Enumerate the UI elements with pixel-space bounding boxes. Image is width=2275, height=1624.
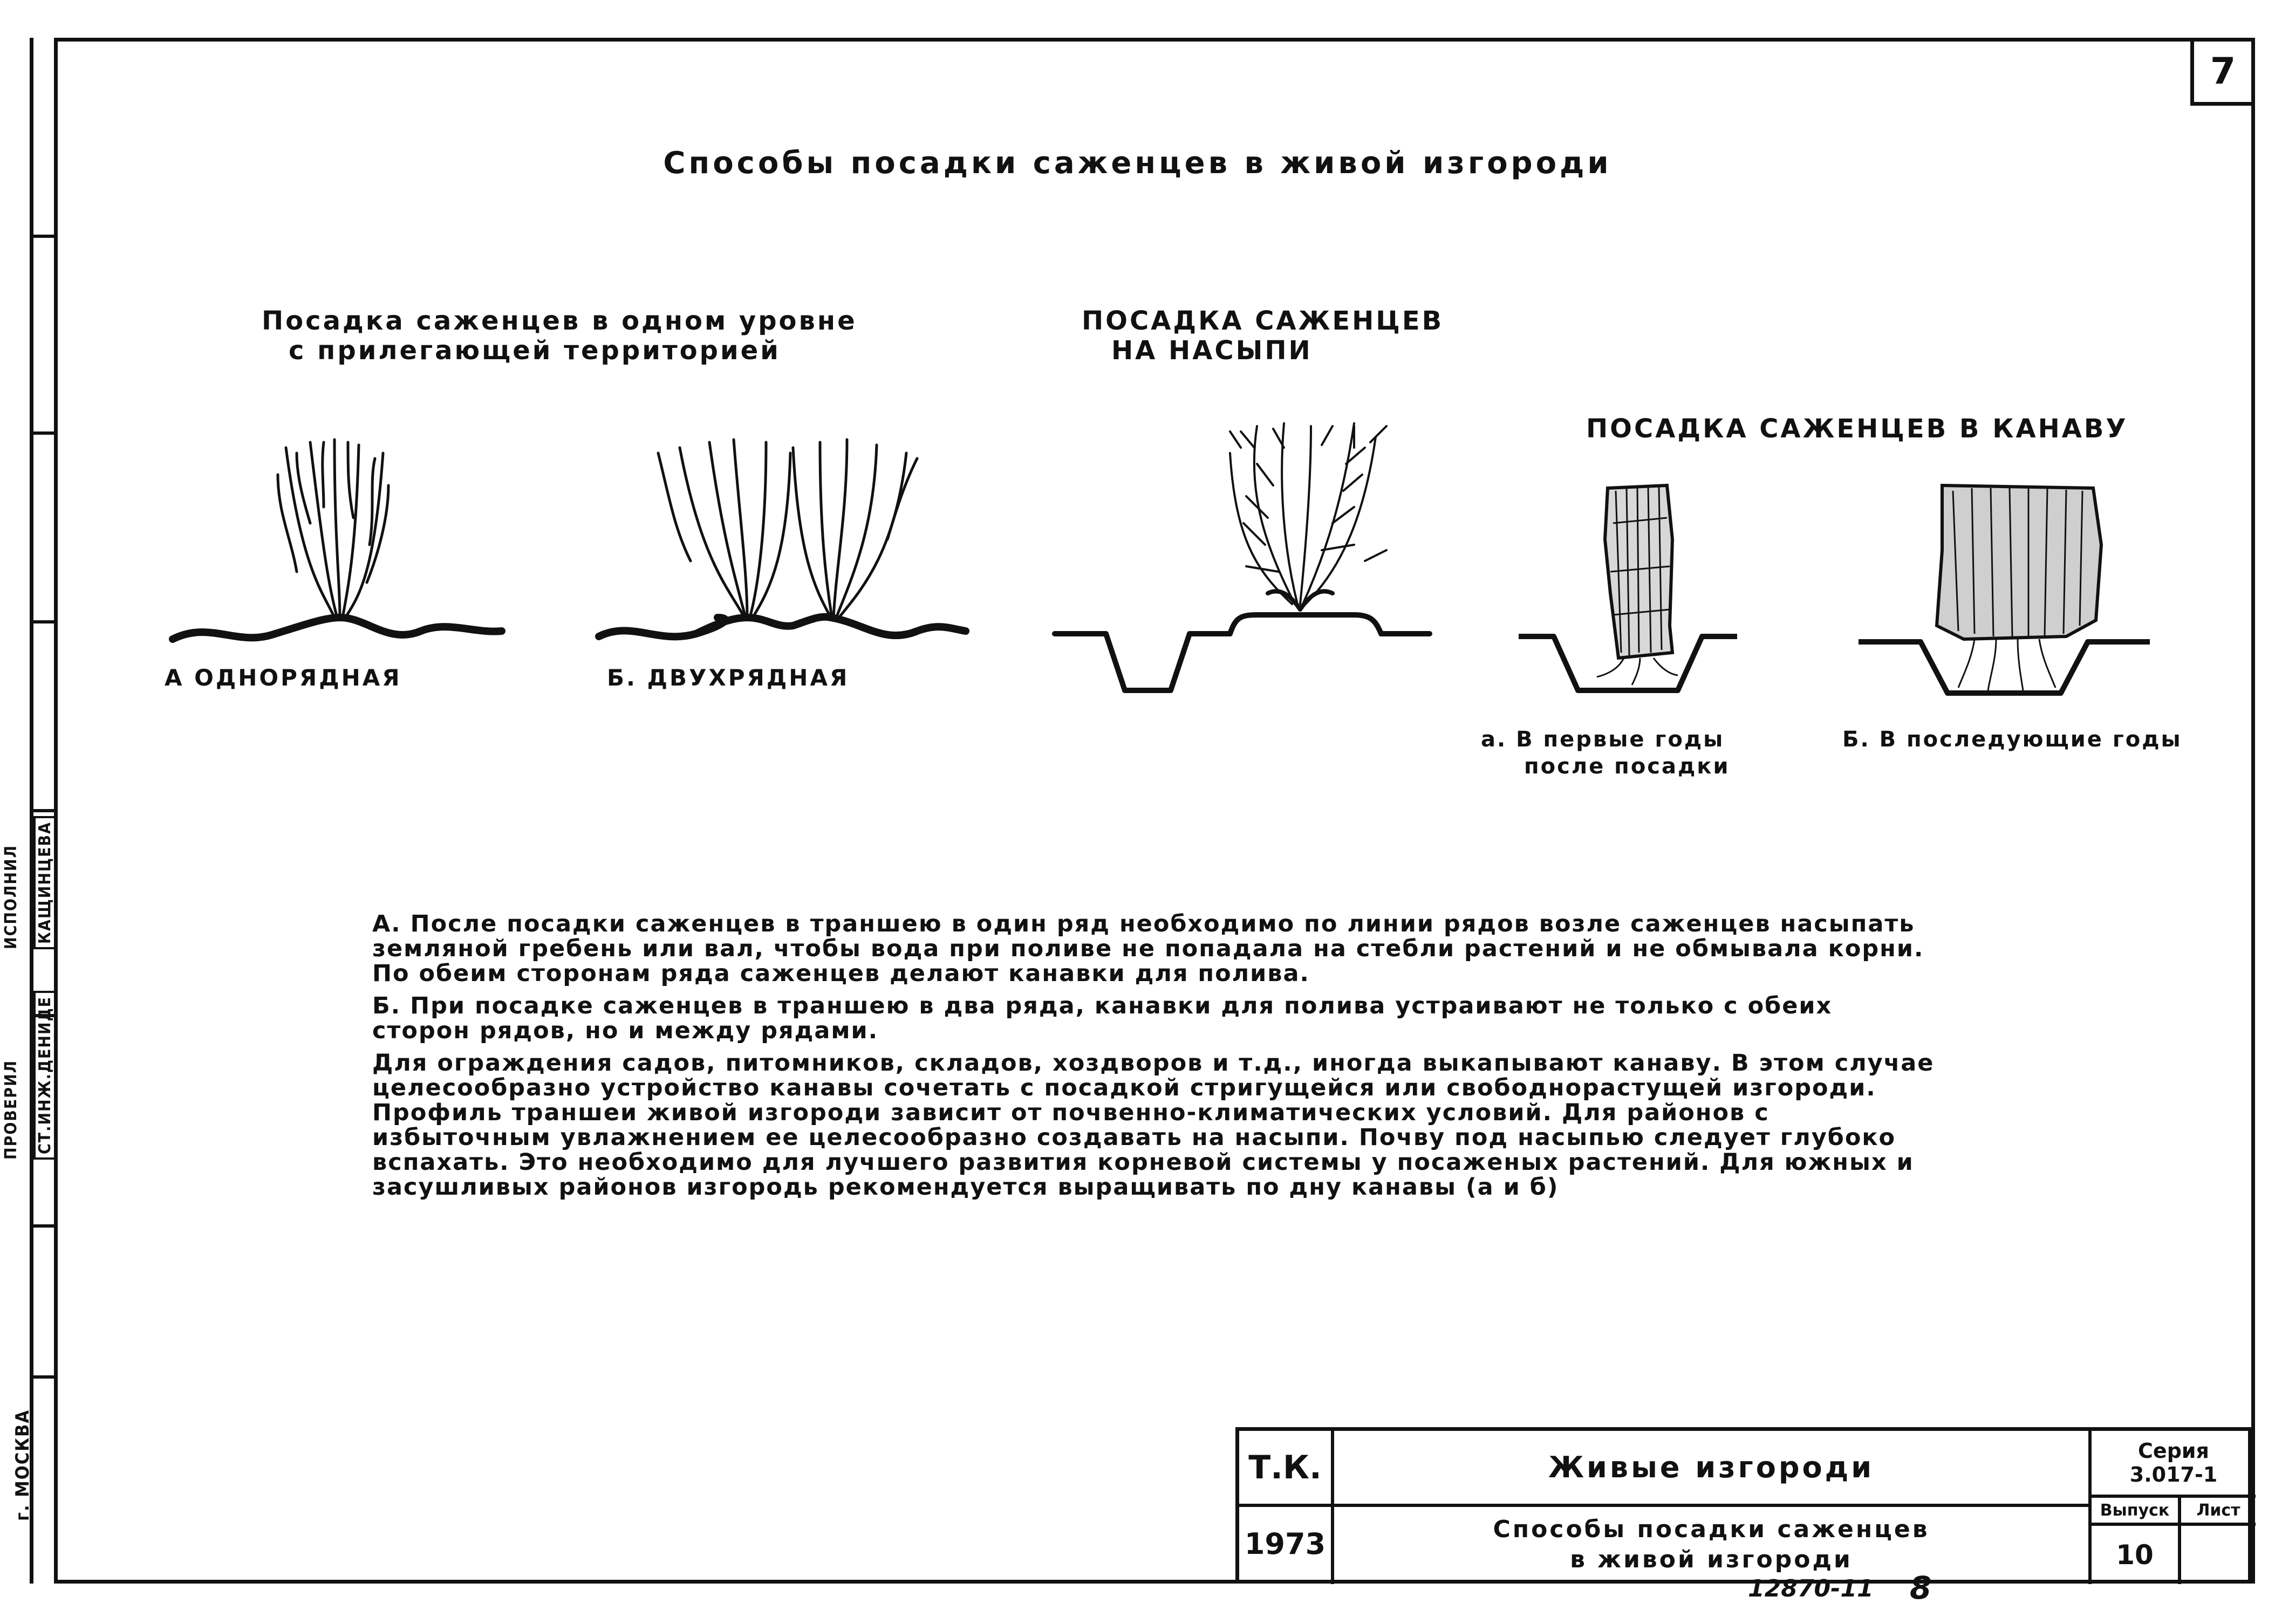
note-a: А. После посадки саженцев в траншею в од…	[372, 910, 1924, 987]
stamp-bottom-role: ПРОВЕРИЛ	[2, 1059, 21, 1160]
footer-page: 8	[1910, 1570, 1932, 1606]
ditch-later-figure	[1859, 483, 2150, 696]
footer-number: 12870-11	[1748, 1575, 1874, 1602]
ditch-label-a-line2: после посадки	[1524, 754, 1730, 779]
tb-series: Серия 3.017-1	[2092, 1431, 2256, 1495]
strip-divider	[30, 1375, 58, 1379]
sheet-number: 7	[2190, 41, 2252, 106]
title-block: Т.К. 1973 Живые изгороди Способы посадки…	[1235, 1427, 2256, 1584]
drawing-frame	[54, 38, 2255, 1584]
embankment-figure	[1052, 422, 1432, 693]
tb-subject: Живые изгороди	[1548, 1450, 1875, 1484]
strip-divider	[30, 809, 58, 812]
tb-divider	[2088, 1495, 2256, 1498]
tb-series-value: 3.017-1	[2129, 1463, 2218, 1486]
tb-issue-label: Выпуск	[2100, 1500, 2170, 1520]
tb-divider	[2088, 1431, 2092, 1584]
tb-divider	[2178, 1495, 2181, 1584]
tb-sheet-title-line2: в живой изгороди	[1570, 1546, 1853, 1573]
ditch-early-figure	[1519, 483, 1737, 693]
tb-sheet-title-line1: Способы посадки саженцев	[1493, 1516, 1930, 1543]
tb-divider	[2088, 1523, 2256, 1526]
strip-divider	[30, 1224, 58, 1228]
page-title: Способы посадки саженцев в живой изгород…	[663, 146, 1612, 181]
strip-divider	[30, 431, 58, 435]
note-general: Для ограждения садов, питомников, складо…	[372, 1050, 1935, 1201]
embankment-heading-line1: ПОСАДКА САЖЕНЦЕВ	[1082, 306, 1444, 336]
strip-divider	[30, 1014, 58, 1017]
stamp-bottom-name: СТ.ИНЖ.ДЕНИДЕ	[33, 990, 57, 1160]
tb-org: Т.К.	[1248, 1448, 1322, 1486]
embankment-heading-line2: НА НАСЫПИ	[1111, 335, 1313, 366]
level-heading-line2: с прилегающей территорией	[289, 335, 781, 366]
tb-divider	[1239, 1504, 2088, 1507]
tb-year: 1973	[1244, 1527, 1326, 1561]
tb-sheet-value	[2181, 1526, 2256, 1584]
label-single-row: А ОДНОРЯДНАЯ	[165, 664, 402, 691]
ditch-heading: ПОСАДКА САЖЕНЦЕВ В КАНАВУ	[1586, 414, 2128, 444]
ditch-label-b: Б. В последующие годы	[1842, 727, 2182, 752]
single-row-figure	[169, 438, 505, 643]
stamp-top-role: ИСПОЛНИЛ	[2, 845, 21, 949]
tb-issue-value: 10	[2116, 1539, 2154, 1571]
level-heading-line1: Посадка саженцев в одном уровне	[262, 306, 857, 336]
tb-series-label: Серия	[2138, 1439, 2209, 1463]
double-row-figure	[595, 438, 969, 641]
tb-divider	[1331, 1431, 1334, 1584]
tb-sheet-title: Способы посадки саженцев в живой изгород…	[1334, 1505, 2088, 1584]
note-b: Б. При посадке саженцев в траншею в два …	[372, 992, 1833, 1044]
stamp-top-name: КАЩИНЦЕВА	[33, 816, 57, 949]
city-label: г. МОСКВА	[12, 1409, 33, 1521]
ditch-label-a-line1: а. В первые годы	[1481, 727, 1725, 752]
strip-divider	[30, 235, 58, 238]
strip-divider	[30, 620, 58, 623]
label-double-row: Б. ДВУХРЯДНАЯ	[607, 664, 850, 691]
tb-sheet-label: Лист	[2196, 1500, 2240, 1520]
notes-block: А. После посадки саженцев в траншею в од…	[372, 912, 1937, 1207]
